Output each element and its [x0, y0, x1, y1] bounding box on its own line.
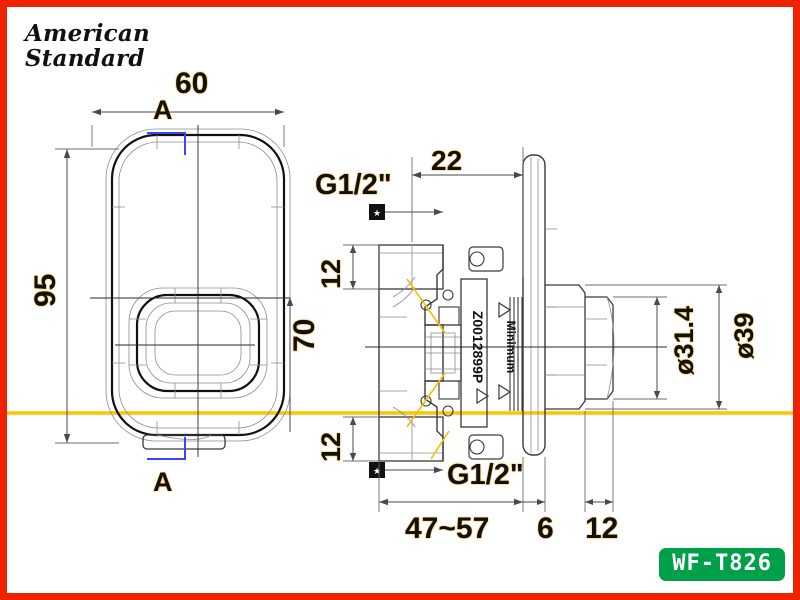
bottom-dimension-chain — [378, 401, 614, 512]
dimension-47-57: 47~57 — [405, 512, 490, 545]
dimension-95-geometry — [55, 148, 119, 444]
svg-text:★: ★ — [373, 466, 381, 476]
thread-extent-line-bottom — [385, 466, 443, 474]
dimension-12-upper: 12 — [316, 258, 346, 289]
drawing-vectors: ★ ★ — [7, 108, 793, 512]
datum-star-marker-bottom: ★ — [369, 462, 385, 478]
model-badge: WF-T826 — [659, 548, 785, 581]
dimension-12-upper-geometry — [343, 244, 379, 290]
svg-text:★: ★ — [373, 208, 381, 218]
section-view-geometry — [365, 154, 667, 462]
thread-extent-line-top — [385, 208, 443, 216]
dimension-12-lower: 12 — [316, 431, 346, 462]
dimension-70: 70 — [288, 318, 321, 352]
dimension-dia-39: ø39 — [729, 312, 759, 359]
dimension-60-geometry — [91, 108, 285, 147]
drawing-canvas: American Standard — [7, 7, 793, 593]
thread-label-bottom: G1/2" — [447, 459, 524, 491]
dimension-70-geometry — [286, 297, 294, 432]
brand-logo-line1: American — [25, 20, 150, 47]
section-label-bottom: A — [153, 467, 173, 497]
thread-ribs — [509, 297, 523, 411]
dimension-dia-31-4-geometry — [613, 296, 667, 400]
dimension-95: 95 — [29, 273, 62, 307]
dimension-dia-31-4: ø31.4 — [669, 305, 699, 375]
dimension-12-lower-geometry — [343, 416, 379, 462]
section-cut-line-a-a — [147, 132, 186, 460]
thread-label-top: G1/2" — [315, 169, 392, 201]
minimum-depth-markers — [476, 301, 512, 405]
brand-logo-line2: Standard — [25, 45, 145, 72]
section-label-top: A — [153, 95, 173, 125]
part-number-label: Z0012899P — [470, 311, 486, 383]
dimension-60: 60 — [175, 67, 209, 100]
dimension-22: 22 — [431, 145, 463, 176]
brand-logo: American Standard — [25, 21, 225, 71]
dimension-22-geometry — [411, 147, 524, 277]
front-view-geometry — [90, 125, 291, 457]
minimum-depth-label: Minimum — [504, 321, 518, 374]
dimension-6: 6 — [537, 512, 554, 545]
dimension-12-stem: 12 — [585, 512, 619, 545]
datum-star-marker-top: ★ — [369, 204, 385, 220]
dimension-dia-39-geometry — [585, 284, 727, 410]
